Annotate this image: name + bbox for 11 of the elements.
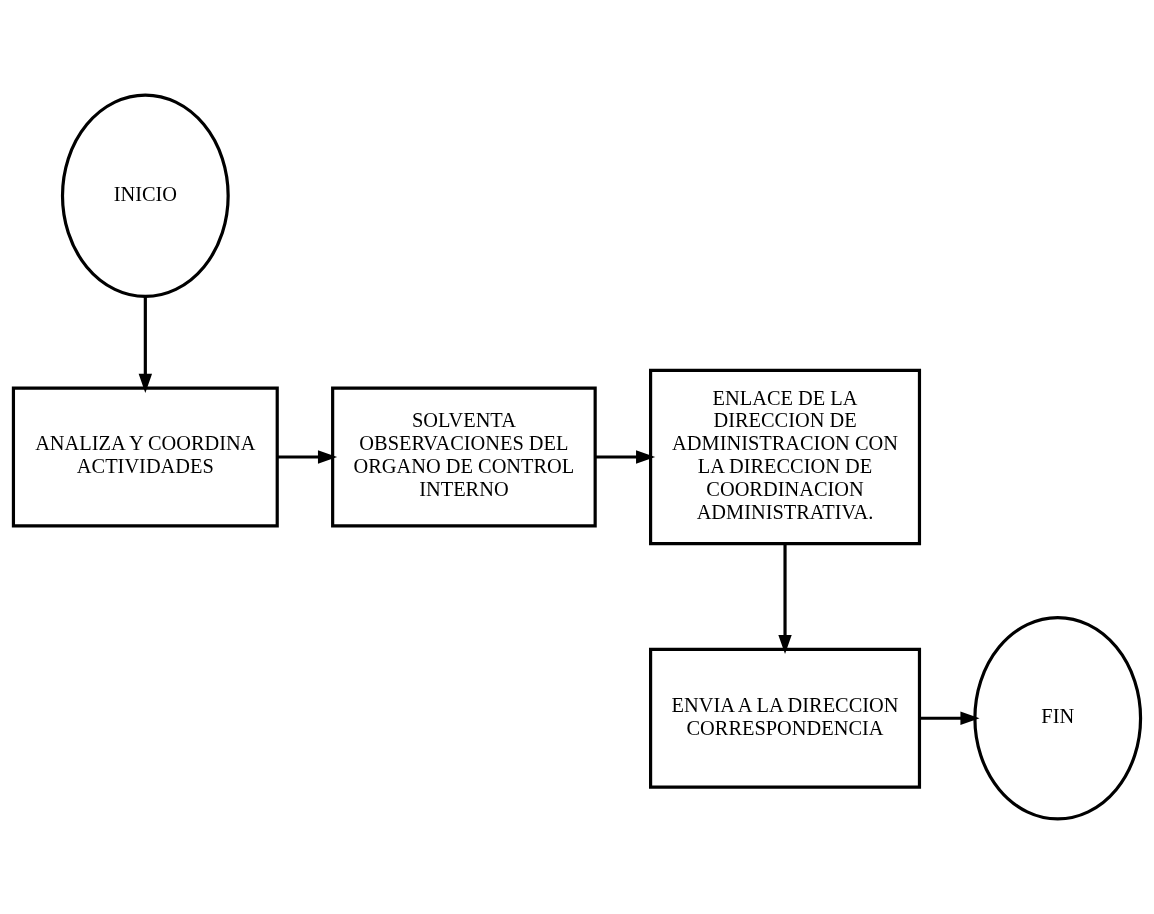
arrow (595, 450, 656, 464)
arrow (778, 543, 792, 655)
arrow (138, 296, 153, 393)
arrow (277, 450, 338, 464)
node-box: SOLVENTA OBSERVACIONES DEL ORGANO DE CONTROL INTERNO (331, 386, 597, 528)
node-box: ENLACE DE LA DIRECCION DE ADMINISTRACION CON LA DIRECCION DE COORDINACION ADMINISTRATIVA. (649, 368, 922, 546)
node-box: ANALIZA Y COORDINA ACTIVIDADES (11, 386, 279, 528)
node-box: ENVIA A LA DIRECCION CORRESPONDENCIA (649, 647, 922, 789)
arrow (919, 711, 980, 725)
node-ellipse: INICIO (60, 93, 230, 299)
node-ellipse: FIN (973, 615, 1143, 821)
